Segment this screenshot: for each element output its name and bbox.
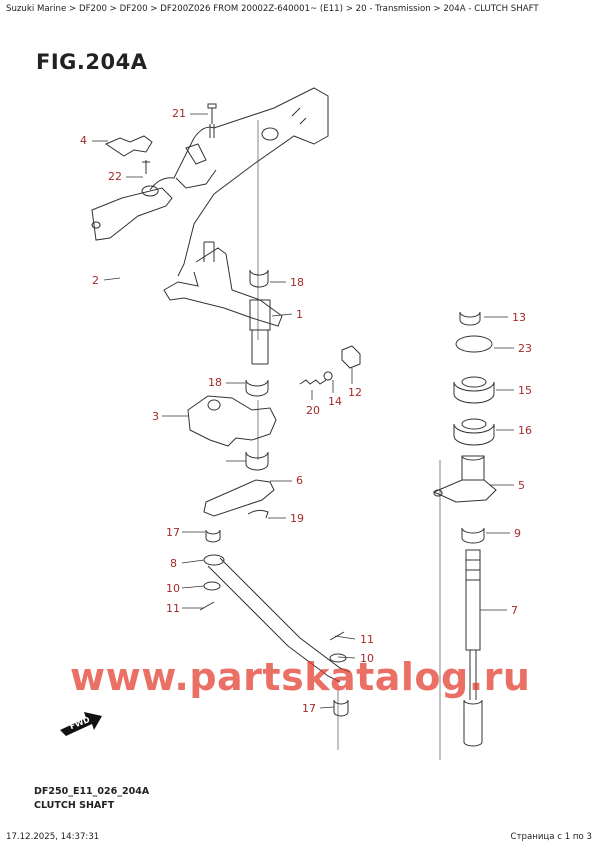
page-info: Страница с 1 по 3 xyxy=(510,832,592,842)
callout-18-middle[interactable]: 18 xyxy=(208,376,222,389)
pin xyxy=(323,371,333,381)
callout-6[interactable]: 6 xyxy=(296,474,303,487)
callout-2[interactable]: 2 xyxy=(92,274,99,287)
spring xyxy=(299,379,327,385)
figure-title: FIG.204A xyxy=(36,50,148,74)
bushing-upper xyxy=(249,269,269,288)
callout-11-lower[interactable]: 11 xyxy=(360,633,374,646)
figure-code: DF250_E11_026_204A xyxy=(34,786,150,797)
shift-shaft xyxy=(163,241,283,365)
cotter-pin-upper xyxy=(199,601,215,611)
callout-17-upper[interactable]: 17 xyxy=(166,526,180,539)
callout-4[interactable]: 4 xyxy=(80,134,87,147)
callout-11-upper[interactable]: 11 xyxy=(166,602,180,615)
bushing-middle xyxy=(245,379,269,397)
bushing-17-lower xyxy=(333,699,349,717)
callout-23[interactable]: 23 xyxy=(518,342,532,355)
callout-10-lower[interactable]: 10 xyxy=(360,652,374,665)
link-rod xyxy=(203,554,351,683)
figure-caption: CLUTCH SHAFT xyxy=(34,800,115,811)
callout-13[interactable]: 13 xyxy=(512,311,526,324)
callout-14[interactable]: 14 xyxy=(328,395,342,408)
callout-21[interactable]: 21 xyxy=(172,107,186,120)
fwd-arrow-icon: FWD xyxy=(60,712,102,736)
watermark: www.partskatalog.ru xyxy=(70,655,531,699)
bracket-assembly xyxy=(91,87,329,277)
callout-22[interactable]: 22 xyxy=(108,170,122,183)
callout-5[interactable]: 5 xyxy=(518,479,525,492)
washer-upper xyxy=(203,581,221,591)
timestamp: 17.12.2025, 14:37:31 xyxy=(6,832,100,842)
clip xyxy=(247,509,269,519)
callout-16[interactable]: 16 xyxy=(518,424,532,437)
leader-lines xyxy=(92,113,514,709)
callout-1[interactable]: 1 xyxy=(296,308,303,321)
callout-17-lower[interactable]: 17 xyxy=(302,702,316,715)
callout-3[interactable]: 3 xyxy=(152,410,159,423)
bushing-17 xyxy=(205,529,221,543)
bushing-lower xyxy=(245,451,269,471)
callout-10-upper[interactable]: 10 xyxy=(166,582,180,595)
callout-15[interactable]: 15 xyxy=(518,384,532,397)
callout-12[interactable]: 12 xyxy=(348,386,362,399)
clutch-lever xyxy=(203,479,275,517)
callout-9[interactable]: 9 xyxy=(514,527,521,540)
breadcrumb[interactable]: Suzuki Marine > DF200 > DF200 > DF200Z02… xyxy=(6,4,539,14)
washer-lower xyxy=(329,653,347,663)
callout-8[interactable]: 8 xyxy=(170,557,177,570)
callout-18-upper[interactable]: 18 xyxy=(290,276,304,289)
collar xyxy=(341,345,361,369)
right-column xyxy=(432,311,497,760)
cotter-pin-lower xyxy=(329,631,345,641)
callout-7[interactable]: 7 xyxy=(511,604,518,617)
clutch-cam xyxy=(187,395,277,447)
callout-20[interactable]: 20 xyxy=(306,404,320,417)
callout-19[interactable]: 19 xyxy=(290,512,304,525)
